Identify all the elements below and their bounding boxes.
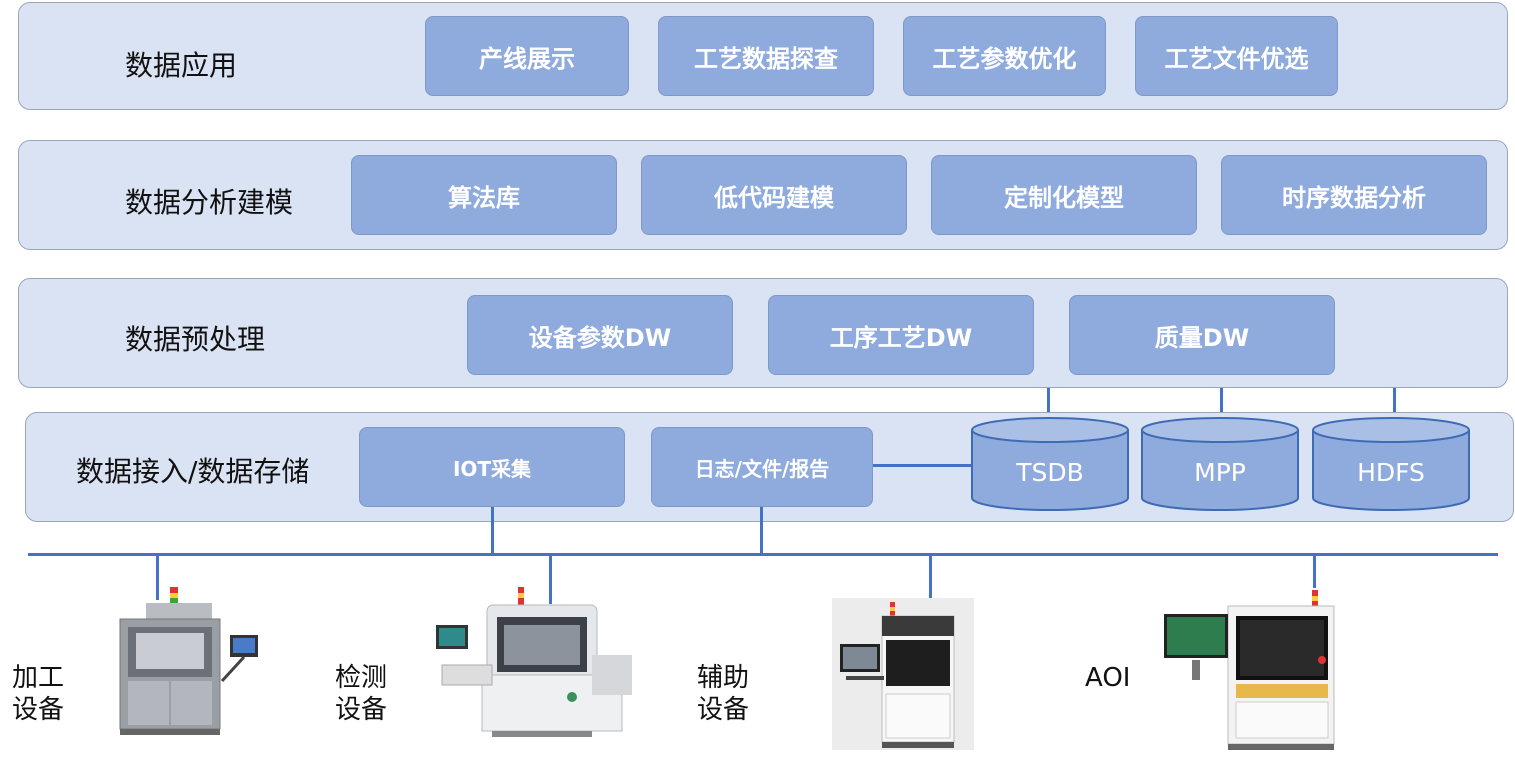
- processing-machine-image: [119, 587, 258, 735]
- connector-iot-to-bus: [491, 507, 494, 555]
- connector-logs-to-tsdb: [873, 464, 973, 467]
- module-logs-files-reports[interactable]: 日志/文件/报告: [651, 427, 873, 507]
- layer-title-analysis: 数据分析建模: [125, 186, 294, 219]
- aoi-machine-image: [1164, 590, 1335, 750]
- connector-bus-to-auxiliary: [929, 556, 932, 600]
- storage-cylinders: TSDB MPP HDFS: [971, 417, 1470, 511]
- module-process-parameter-optimization[interactable]: 工艺参数优化: [903, 16, 1106, 96]
- connector-logs-to-bus: [760, 507, 763, 555]
- cylinder-mpp[interactable]: MPP: [1141, 417, 1299, 511]
- module-equipment-parameter-dw[interactable]: 设备参数DW: [467, 295, 733, 375]
- auxiliary-machine-image: [832, 598, 974, 750]
- device-bus-line: [28, 553, 1498, 556]
- device-label-aoi: AOI: [1085, 663, 1131, 693]
- connector-bus-to-processing: [156, 556, 159, 600]
- layer-title-ingestion: 数据接入/数据存储: [76, 455, 310, 488]
- cylinder-hdfs[interactable]: HDFS: [1312, 417, 1470, 511]
- cylinder-label-tsdb: TSDB: [1015, 458, 1084, 487]
- connector-to-hdfs: [1393, 388, 1396, 424]
- connector-to-mpp: [1220, 388, 1223, 424]
- module-algorithm-library[interactable]: 算法库: [351, 155, 617, 235]
- device-label-inspection: 检测 设备: [335, 663, 388, 725]
- module-process-file-selection[interactable]: 工艺文件优选: [1135, 16, 1338, 96]
- cylinder-label-hdfs: HDFS: [1357, 458, 1425, 487]
- module-iot-collection[interactable]: IOT采集: [359, 427, 625, 507]
- module-low-code-modeling[interactable]: 低代码建模: [641, 155, 907, 235]
- connector-bus-to-aoi: [1313, 556, 1316, 588]
- connector-bus-to-inspection: [549, 556, 552, 604]
- module-production-line-display[interactable]: 产线展示: [425, 16, 629, 96]
- device-label-auxiliary: 辅助 设备: [697, 663, 750, 725]
- module-custom-model[interactable]: 定制化模型: [931, 155, 1197, 235]
- module-process-craft-dw[interactable]: 工序工艺DW: [768, 295, 1034, 375]
- layer-title-application: 数据应用: [125, 49, 238, 82]
- inspection-machine-image: [436, 587, 632, 737]
- module-quality-dw[interactable]: 质量DW: [1069, 295, 1335, 375]
- layer-title-preprocessing: 数据预处理: [125, 323, 266, 356]
- connector-quality-to-tsdb: [1047, 388, 1050, 424]
- cylinder-label-mpp: MPP: [1194, 458, 1246, 487]
- module-time-series-analysis[interactable]: 时序数据分析: [1221, 155, 1487, 235]
- cylinder-tsdb[interactable]: TSDB: [971, 417, 1129, 511]
- module-process-data-exploration[interactable]: 工艺数据探查: [658, 16, 874, 96]
- device-label-processing: 加工 设备: [12, 663, 65, 725]
